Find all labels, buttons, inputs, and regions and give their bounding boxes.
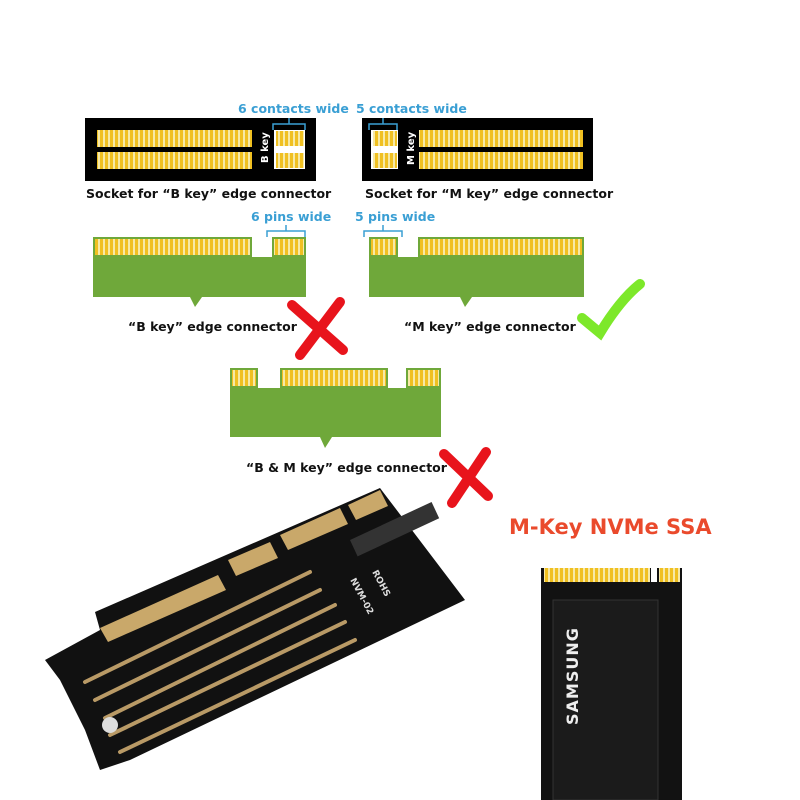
connector-b-key: 6 pins wide “B key” edge connector <box>93 209 348 360</box>
ssd-brand-label: SAMSUNG <box>563 627 582 725</box>
socket-b-key: B key 6 contacts wide Socket for “B key”… <box>85 101 349 201</box>
connector-m-caption: “M key” edge connector <box>404 319 577 334</box>
socket-b-caption: Socket for “B key” edge connector <box>86 186 332 201</box>
connector-b-width-label: 6 pins wide <box>251 209 331 224</box>
connector-b-and-m-key: “B & M key” edge connector <box>230 368 493 508</box>
socket-m-key-label: M key <box>406 131 417 165</box>
product-title: M-Key NVMe SSA <box>509 515 712 539</box>
connector-m-key: 5 pins wide “M key” edge connector <box>355 209 645 341</box>
connector-m-width-label: 5 pins wide <box>355 209 435 224</box>
cross-icon <box>287 297 348 360</box>
socket-b-width-label: 6 contacts wide <box>238 101 349 116</box>
socket-b-key-label: B key <box>260 132 271 163</box>
socket-m-key: M key 5 contacts wide Socket for “M key”… <box>356 101 614 201</box>
connector-bm-caption: “B & M key” edge connector <box>246 460 448 475</box>
pcie-adapter-card: ROHS NVM-02 <box>45 488 465 770</box>
socket-m-width-label: 5 contacts wide <box>356 101 467 116</box>
connector-b-caption: “B key” edge connector <box>128 319 298 334</box>
checkmark-icon <box>577 279 645 341</box>
socket-m-caption: Socket for “M key” edge connector <box>365 186 614 201</box>
cross-icon <box>439 447 493 508</box>
nvme-ssd: SAMSUNG <box>541 568 682 800</box>
